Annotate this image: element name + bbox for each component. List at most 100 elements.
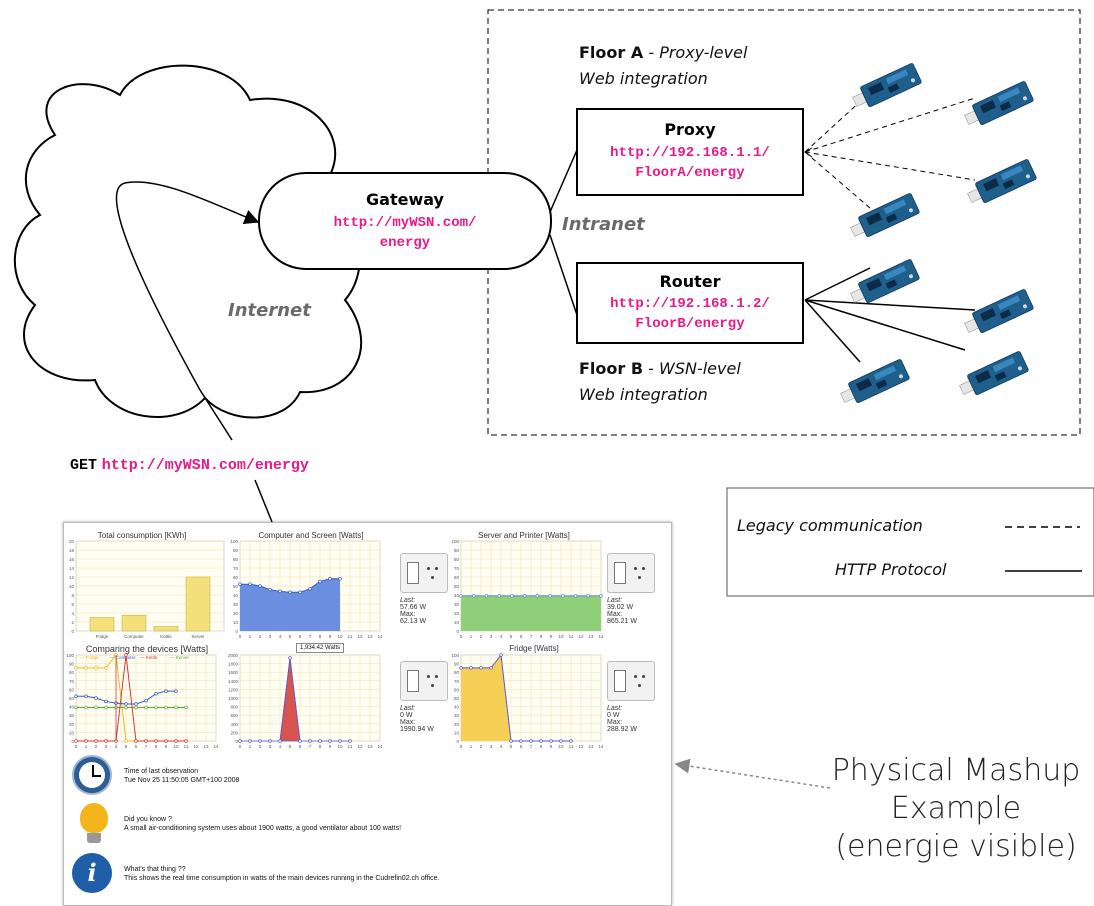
fridge-y-tick: 10 — [454, 730, 460, 735]
gateway-url-line2: energy — [379, 235, 431, 251]
info-tip-text: A small air-conditioning system uses abo… — [124, 825, 402, 832]
kettle-x-tick: 7 — [309, 744, 312, 749]
kettle-tooltip: 1,934.42 Watts — [296, 643, 345, 653]
total-y-tick: 10 — [69, 584, 75, 589]
router-url-line2: FloorB/energy — [635, 316, 745, 332]
fridge-x-tick: 5 — [510, 744, 513, 749]
total-bar — [185, 576, 211, 632]
compare-kettle-point — [144, 739, 148, 743]
compare-computer-point — [134, 702, 138, 706]
kettle-point — [298, 739, 302, 743]
kettle-y-tick: 1800 — [228, 662, 239, 667]
fridge-y-tick: 20 — [454, 722, 460, 727]
fridge-x-tick: 1 — [470, 744, 473, 749]
compare-x-tick: 13 — [203, 744, 209, 749]
compare-fridge-point — [104, 666, 108, 670]
fridge-x-tick: 11 — [569, 744, 574, 749]
compare-x-tick: 4 — [115, 744, 118, 749]
total-x-tick: Computer — [124, 634, 144, 639]
stat-max-label: Max: — [400, 719, 416, 726]
compare-server-point — [184, 705, 188, 710]
fridge-x-tick: 4 — [500, 744, 503, 749]
compare-kettle-point — [134, 739, 138, 743]
server-chart-title: Server and Printer [Watts] — [478, 531, 570, 540]
compare-computer-point — [74, 694, 78, 699]
kettle-x-tick: 10 — [337, 744, 343, 749]
get-request: GET http://myWSN.com/energy — [70, 455, 309, 474]
kettle-point — [258, 739, 262, 743]
kettle-x-tick: 5 — [289, 744, 292, 749]
info-icon: i — [72, 853, 112, 893]
kettle-point — [288, 656, 292, 660]
computer-point — [338, 577, 342, 581]
server-y-tick: 10 — [454, 620, 460, 625]
kettle-y-tick: 200 — [230, 730, 238, 735]
kettle-point — [348, 739, 352, 743]
kettle-point — [328, 739, 332, 743]
compare-server-point — [84, 705, 88, 710]
total-y-tick: 2 — [71, 620, 74, 625]
server-point — [484, 594, 489, 598]
server-x-tick: 13 — [588, 634, 594, 639]
legend-box — [726, 487, 1094, 597]
kettle-x-tick: 2 — [259, 744, 262, 749]
server-point — [573, 594, 578, 598]
compare-computer-point — [84, 694, 88, 699]
server-x-tick: 6 — [520, 634, 523, 639]
internet-cloud — [14, 64, 363, 419]
compare-computer-point — [154, 691, 158, 696]
compare-server-point — [74, 705, 78, 710]
stat-last-label: Last: — [607, 597, 623, 604]
wall-switch-icon — [607, 553, 655, 593]
kettle-y-tick: 2000 — [228, 653, 239, 658]
compare-x-tick: 12 — [193, 744, 199, 749]
floor-a-label: Floor A - Proxy-level Web integration — [579, 40, 747, 92]
server-point — [497, 594, 501, 598]
computer-x-tick: 2 — [259, 634, 262, 639]
fridge-point — [459, 666, 463, 670]
compare-server-point — [124, 705, 128, 710]
computer-chart-title: Computer and Screen [Watts] — [258, 531, 364, 540]
compare-kettle-point — [104, 739, 108, 743]
kettle-max: 1990.94 W — [400, 726, 434, 733]
server-point — [535, 594, 540, 598]
computer-y-tick: 90 — [233, 548, 239, 553]
floor-b-line2: Web integration — [579, 385, 708, 404]
compare-y-tick: 50 — [69, 696, 75, 701]
fridge-last: 0 W — [607, 712, 620, 719]
compare-computer-point — [94, 696, 98, 700]
total-y-tick: 14 — [69, 566, 75, 571]
fridge-point — [469, 666, 473, 670]
info-clock-title: Time of last observation — [124, 768, 199, 775]
info-about-title: What's that thing ?? — [124, 866, 186, 873]
computer-point — [258, 584, 262, 588]
gateway-title: Gateway — [366, 190, 444, 209]
compare-server-point — [104, 705, 108, 710]
lightbulb-icon — [80, 803, 108, 833]
fridge-x-tick: 14 — [598, 744, 604, 749]
wall-switch-icon — [400, 661, 448, 701]
total-y-tick: 6 — [71, 602, 74, 607]
computer-x-tick: 13 — [367, 634, 373, 639]
stat-max-label: Max: — [400, 611, 416, 618]
fridge-x-tick: 7 — [530, 744, 533, 749]
kettle-point — [248, 739, 252, 743]
server-x-tick: 3 — [490, 634, 493, 639]
fridge-x-tick: 10 — [558, 744, 564, 749]
fridge-chart-title: Fridge [Watts] — [509, 644, 559, 653]
compare-legend-item: — Fridge — [80, 655, 99, 660]
computer-x-tick: 4 — [279, 634, 282, 639]
compare-kettle-point — [84, 739, 88, 743]
computer-x-tick: 1 — [249, 634, 252, 639]
compare-server-point — [164, 705, 168, 710]
compare-x-tick: 10 — [173, 744, 179, 749]
info-row-about: i What's that thing ?? This shows the re… — [70, 853, 660, 899]
server-y-tick: 20 — [454, 611, 460, 616]
computer-y-tick: 50 — [233, 584, 239, 589]
floor-b-bold: Floor B — [579, 359, 644, 378]
kettle-point — [278, 739, 282, 743]
compare-fridge-point — [94, 666, 98, 670]
fridge-point — [479, 666, 483, 670]
floor-b-label: Floor B - WSN-level Web integration — [579, 356, 741, 408]
